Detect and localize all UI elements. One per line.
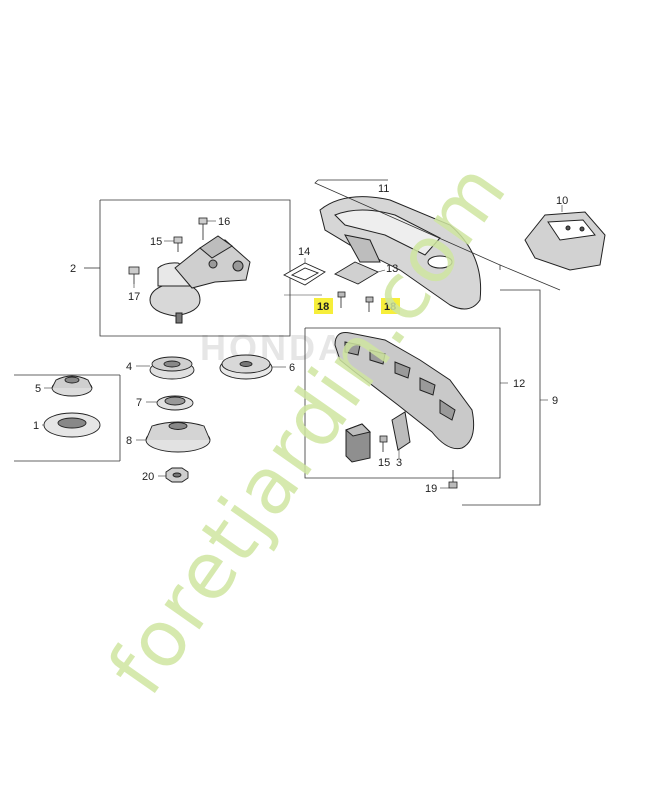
label-10: 10 [556, 195, 568, 207]
nut-20-icon [165, 467, 189, 483]
cover-1-illustration [43, 412, 101, 438]
bolt-15b-icon [379, 435, 388, 452]
bolt-18b-icon [365, 296, 374, 312]
label-15a: 15 [150, 236, 162, 248]
label-20: 20 [142, 471, 154, 483]
label-8: 8 [126, 435, 132, 447]
gear-head-illustration [149, 235, 251, 324]
blade-assembly-group [304, 327, 501, 479]
bolt-18a-icon [337, 291, 346, 308]
label-18b: 18 [384, 301, 396, 313]
washer-7-illustration [156, 395, 194, 411]
label-6: 6 [289, 362, 295, 374]
label-3: 3 [396, 457, 402, 469]
bolt-holder-8-illustration [145, 421, 211, 453]
bolt-16-icon [198, 217, 208, 240]
label-19: 19 [425, 483, 437, 495]
label-15b: 15 [378, 457, 390, 469]
label-7: 7 [136, 397, 142, 409]
blade-guard-11-illustration [319, 196, 482, 310]
holder-4-illustration [149, 356, 195, 380]
blade-12-illustration [334, 332, 475, 450]
label-5: 5 [35, 383, 41, 395]
plate-14-illustration [283, 262, 326, 286]
label-17: 17 [128, 291, 140, 303]
highlight-18b [381, 298, 400, 314]
label-2: 2 [70, 263, 76, 275]
pad-illustration [345, 423, 371, 463]
label-14: 14 [298, 246, 310, 258]
bolt-17-icon [128, 266, 140, 284]
label-1: 1 [33, 420, 39, 432]
label-12: 12 [513, 378, 525, 390]
bolt-19-icon [448, 470, 458, 489]
label-18a: 18 [317, 301, 329, 313]
label-13: 13 [386, 263, 398, 275]
gear-head-group [99, 199, 291, 337]
label-16: 16 [218, 216, 230, 228]
cover-10-illustration [524, 211, 606, 271]
highlight-18a [314, 298, 333, 314]
label-4: 4 [126, 361, 132, 373]
cap-5-illustration [51, 375, 93, 397]
label-11: 11 [378, 183, 389, 195]
label-9: 9 [552, 395, 558, 407]
bolt-15-icon [173, 236, 183, 252]
washer-6-illustration [219, 354, 273, 380]
bracket-3-illustration [391, 411, 411, 451]
